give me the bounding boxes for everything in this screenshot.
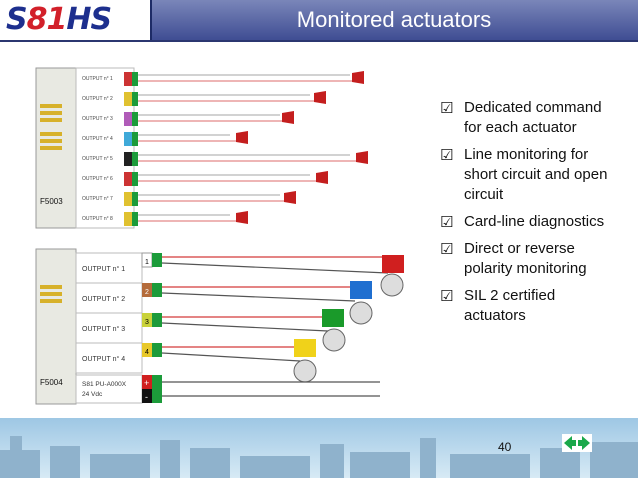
red-actuator-icon [236,131,248,144]
top-output-row: OUTPUT n° 8 [82,211,248,226]
valve-coil-icon [322,328,346,352]
top-output-label: OUTPUT n° 3 [82,116,113,122]
header-bar: S81HS Monitored actuators [0,0,638,42]
checkbox-icon: ☑ [440,240,454,258]
f5003-label: F5003 [40,197,63,206]
top-output-label: OUTPUT n° 7 [82,196,113,202]
top-output-label: OUTPUT n° 2 [82,96,113,102]
terminal-number: 4 [145,349,149,356]
feature-item: ☑SIL 2 certified actuators [440,287,556,324]
red-actuator-icon [282,111,294,124]
valve-coil-icon [293,359,317,383]
red-actuator-icon [236,211,248,224]
nav-arrows-icon[interactable] [562,434,592,452]
yellow-solenoid-icon [294,339,316,357]
f5004-label: F5004 [40,378,63,387]
top-output-row: OUTPUT n° 4 [82,131,248,146]
red-actuator-icon [356,151,368,164]
top-output-label: OUTPUT n° 5 [82,156,113,162]
minus-terminal: - [145,392,148,402]
slide-title: Monitored actuators [296,7,492,32]
red-actuator-icon [284,191,296,204]
top-output-row: OUTPUT n° 7 [82,191,296,206]
green-solenoid-icon [322,309,344,327]
checkbox-icon: ☑ [440,146,454,164]
feature-item: ☑Dedicated command for each actuator [440,99,602,136]
bottom-output-label: OUTPUT n° 3 [82,325,125,333]
top-output-row: OUTPUT n° 6 [82,171,328,186]
top-output-row: OUTPUT n° 3 [82,111,294,126]
terminal-number: 2 [145,289,149,296]
logo-text: S81HS [6,2,112,37]
top-output-label: OUTPUT n° 1 [82,76,113,82]
power-supply-model: S81 PU-A000X [82,381,127,388]
top-output-row: OUTPUT n° 5 [82,151,368,166]
top-output-label: OUTPUT n° 8 [82,216,113,222]
bottom-wiring-diagram: F5004 OUTPUT n° 1 1 OUTPUT n° 2 2 OUTPUT… [35,248,404,405]
bottom-output-row: OUTPUT n° 3 3 [75,309,346,352]
top-output-row: OUTPUT n° 2 [82,91,326,106]
page-number: 40 [498,440,512,454]
red-actuator-icon [316,171,328,184]
bottom-output-row: OUTPUT n° 1 1 [75,252,404,297]
top-output-label: OUTPUT n° 4 [82,136,113,142]
bottom-output-label: OUTPUT n° 4 [82,355,125,363]
bottom-output-row: OUTPUT n° 2 2 [75,281,373,325]
footer-banner [0,418,638,478]
feature-item: ☑Direct or reverse polarity monitoring [440,240,587,277]
valve-coil-icon [349,301,373,325]
bottom-output-label: OUTPUT n° 1 [82,265,125,273]
checkbox-icon: ☑ [440,213,454,231]
valve-coil-icon [380,273,404,297]
feature-item: ☑Card-line diagnostics [440,213,605,231]
terminal-number: 3 [145,319,149,326]
top-output-row: OUTPUT n° 1 [82,71,364,86]
blue-solenoid-icon [350,281,372,299]
top-wiring-diagram: F5003 OUTPUT n° 1 OUTPUT n° 2 OUTPUT n° … [35,67,368,229]
red-actuator-icon [352,71,364,84]
f5004-card [35,248,77,405]
red-actuator-icon [314,91,326,104]
red-solenoid-icon [382,255,404,273]
industrial-skyline-icon [0,436,638,478]
feature-list: ☑Dedicated command for each actuator ☑Li… [440,98,620,333]
plus-terminal: + [144,378,149,388]
power-supply-row: S81 PU-A000X 24 Vdc + - [75,374,380,404]
bottom-output-row: OUTPUT n° 4 4 [75,339,317,383]
logo: S81HS [0,0,152,40]
checkbox-icon: ☑ [440,287,454,305]
f5004-leds [40,285,62,303]
terminal-number: 1 [145,259,149,266]
power-supply-voltage: 24 Vdc [82,391,103,398]
feature-item: ☑Line monitoring for short circuit and o… [440,146,608,203]
top-output-label: OUTPUT n° 6 [82,176,113,182]
f5003-leds [40,104,62,150]
checkbox-icon: ☑ [440,99,454,117]
bottom-output-label: OUTPUT n° 2 [82,295,125,303]
